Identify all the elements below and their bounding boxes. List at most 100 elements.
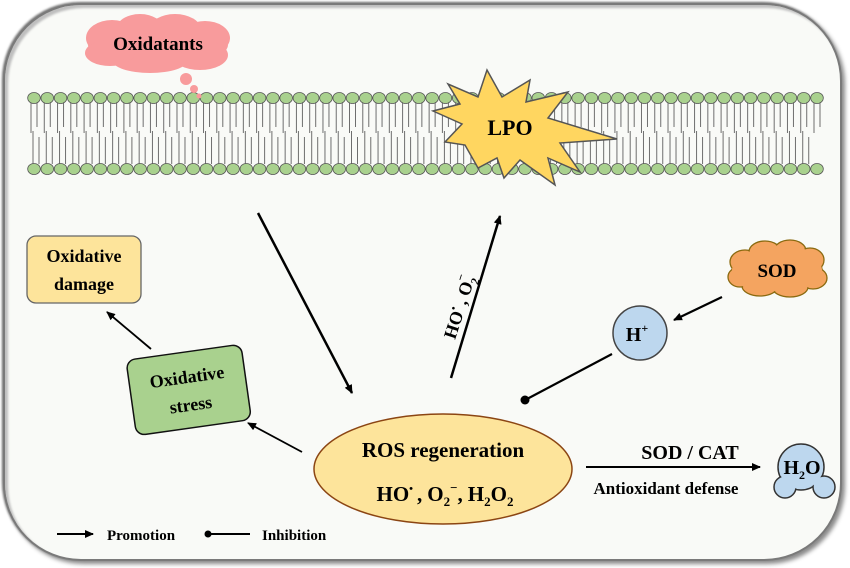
lipid-head-inner	[611, 163, 625, 175]
arrow-sod-to-hplus	[673, 296, 723, 321]
lipid-head-inner	[637, 163, 652, 175]
lipid-head-inner	[279, 163, 293, 175]
lipid-head-outer	[677, 92, 691, 104]
lipid-head-outer	[757, 92, 771, 104]
lipid-head-outer	[226, 92, 240, 104]
h-plus-node: H+	[612, 305, 668, 361]
water-oxygen-fill	[779, 445, 823, 489]
lipid-head-inner	[797, 163, 811, 175]
ros-o2: O	[427, 482, 443, 506]
lipid-head-outer	[372, 92, 386, 104]
ros-title: ROS regeneration	[362, 438, 525, 462]
lipid-head-inner	[757, 163, 771, 175]
lipid-head-inner	[106, 163, 121, 175]
lipid-head-outer	[120, 92, 134, 104]
lipid-head-inner	[664, 163, 678, 175]
inhibition-hplus-to-ros	[526, 353, 613, 400]
lipid-head-outer	[584, 92, 599, 104]
lipid-head-inner	[292, 163, 307, 175]
lipid-head-outer	[146, 92, 161, 104]
oxidative-stress-box: Oxidative stress	[126, 344, 252, 436]
lipid-head-outer	[266, 92, 280, 104]
ros-h2o2-sub2: 2	[507, 494, 514, 509]
lipid-head-inner	[252, 163, 267, 175]
water-molecule: H2O	[773, 443, 836, 499]
lipid-head-inner	[717, 163, 731, 175]
lipid-head-inner	[810, 163, 824, 175]
ros-h2o2-o: O	[491, 482, 507, 506]
lpo-label: LPO	[487, 115, 532, 140]
lipid-head-inner	[690, 163, 705, 175]
ros-comma-1: ,	[417, 482, 422, 506]
lipid-bilayer-membrane	[27, 92, 824, 175]
lipid-head-outer	[730, 92, 745, 104]
h-plus-label: H+	[626, 321, 649, 346]
lipid-head-inner	[40, 163, 54, 175]
lipid-head-outer	[53, 92, 68, 104]
lipid-head-inner	[372, 163, 386, 175]
lpo-star-shape	[430, 68, 618, 187]
ros-o2-sub: 2	[444, 494, 451, 509]
lipid-head-outer	[160, 92, 174, 104]
lipid-head-outer	[611, 92, 625, 104]
lipid-head-outer	[279, 92, 293, 104]
comma-text: ,	[450, 292, 473, 311]
lpo-starburst: LPO	[430, 68, 618, 187]
sod-cat-label: SOD / CAT	[641, 442, 739, 464]
lipid-head-inner	[67, 163, 81, 175]
lipid-head-inner	[53, 163, 68, 175]
ho-radical-dot: •	[448, 305, 460, 312]
arrow-ros-to-membrane	[449, 215, 502, 379]
lipid-head-inner	[226, 163, 240, 175]
o2-subscript: 2	[468, 276, 483, 286]
ho-o2-arrow-label: HO• , O2−	[435, 272, 483, 343]
lipid-head-outer	[810, 92, 824, 104]
lipid-head-inner	[385, 163, 400, 175]
oxidants-label: Oxidatants	[113, 34, 203, 55]
lipid-head-inner	[120, 163, 134, 175]
sod-label: SOD	[757, 261, 796, 282]
lipid-head-inner	[597, 163, 612, 175]
lipid-head-outer	[637, 92, 652, 104]
h-plus-symbol: H	[626, 324, 642, 346]
oxidative-damage-line2: damage	[54, 274, 114, 294]
lipid-head-outer	[797, 92, 811, 104]
arrow-stress-to-damage	[106, 311, 152, 350]
lipid-head-outer	[359, 92, 373, 104]
svg-text:HO• , O2−: HO• , O2−	[435, 272, 483, 343]
lipid-head-outer	[93, 92, 108, 104]
lipid-head-outer	[651, 92, 665, 104]
legend: Promotion Inhibition	[57, 528, 327, 544]
ros-ho: HO	[377, 482, 410, 506]
lipid-head-outer	[319, 92, 333, 104]
lipid-head-inner	[438, 163, 453, 175]
sod-cloud-fill	[729, 241, 826, 296]
lipid-head-outer	[690, 92, 705, 104]
lipid-head-inner	[213, 163, 227, 175]
lipid-head-outer	[199, 92, 214, 104]
oxidative-damage-line1: Oxidative	[47, 246, 122, 266]
lipid-head-inner	[730, 163, 745, 175]
legend-promotion-label: Promotion	[107, 528, 176, 544]
lipid-head-inner	[186, 163, 200, 175]
lipid-head-inner	[133, 163, 147, 175]
lipid-head-inner	[704, 163, 718, 175]
legend-inhibition-label: Inhibition	[262, 528, 327, 544]
lipid-head-outer	[571, 92, 585, 104]
lipid-head-outer	[27, 92, 41, 104]
lipid-head-outer	[425, 92, 439, 104]
lipid-head-inner	[80, 163, 94, 175]
o2-superscript: −	[453, 272, 468, 283]
lipid-head-outer	[717, 92, 731, 104]
o2-text: O	[454, 279, 477, 299]
lipid-head-outer	[704, 92, 718, 104]
lipid-head-inner	[345, 163, 360, 175]
lipid-head-outer	[213, 92, 227, 104]
arrow-oxidants-to-ros	[256, 212, 354, 394]
lipid-head-outer	[398, 92, 413, 104]
lipid-head-outer	[770, 92, 784, 104]
lipid-head-inner	[266, 163, 280, 175]
sod-cloud: SOD	[727, 239, 828, 298]
lipid-head-outer	[67, 92, 81, 104]
